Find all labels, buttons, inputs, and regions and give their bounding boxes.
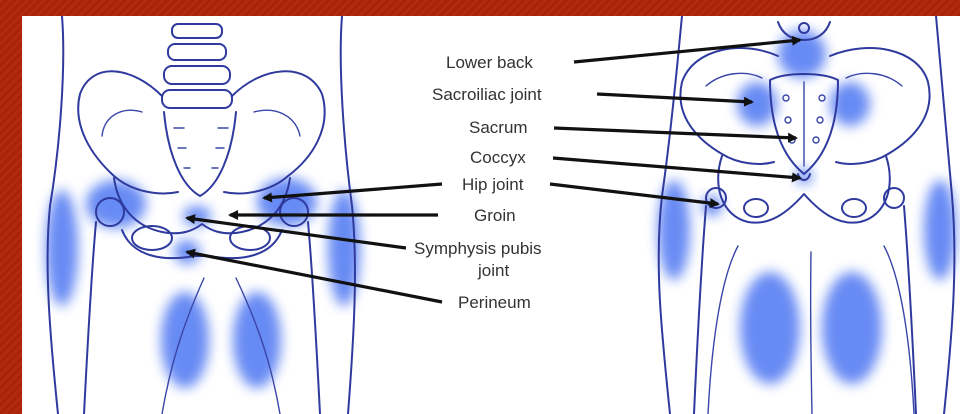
arrow-sacrum <box>554 128 796 138</box>
arrow-coccyx <box>553 158 800 178</box>
callout-labels: Lower back Sacroiliac joint Sacrum Coccy… <box>414 53 542 312</box>
label-perineum: Perineum <box>458 293 531 312</box>
pain-area-right-buttock <box>822 272 882 384</box>
label-symphysis-pubis-line2: joint <box>477 261 509 280</box>
pain-area-front-right-inner-thigh <box>233 292 281 388</box>
label-groin: Groin <box>474 206 516 225</box>
label-sacrum: Sacrum <box>469 118 528 137</box>
pain-area-groin <box>183 206 211 226</box>
label-coccyx: Coccyx <box>470 148 526 167</box>
pelvis-diagram: Lower back Sacroiliac joint Sacrum Coccy… <box>22 16 960 414</box>
pain-area-front-left-inner-thigh <box>161 292 209 388</box>
arrow-hip-joint-back <box>550 184 718 204</box>
arrow-perineum <box>187 252 442 302</box>
label-symphysis-pubis-line1: Symphysis pubis <box>414 239 542 258</box>
label-sacroiliac-joint: Sacroiliac joint <box>432 85 542 104</box>
pain-area-left-buttock <box>740 272 800 384</box>
diagram-frame: Lower back Sacroiliac joint Sacrum Coccy… <box>22 16 960 414</box>
back-view-pelvis <box>658 16 956 414</box>
label-hip-joint: Hip joint <box>462 175 524 194</box>
label-lower-back: Lower back <box>446 53 533 72</box>
pain-area-front-right-hip <box>257 178 317 226</box>
